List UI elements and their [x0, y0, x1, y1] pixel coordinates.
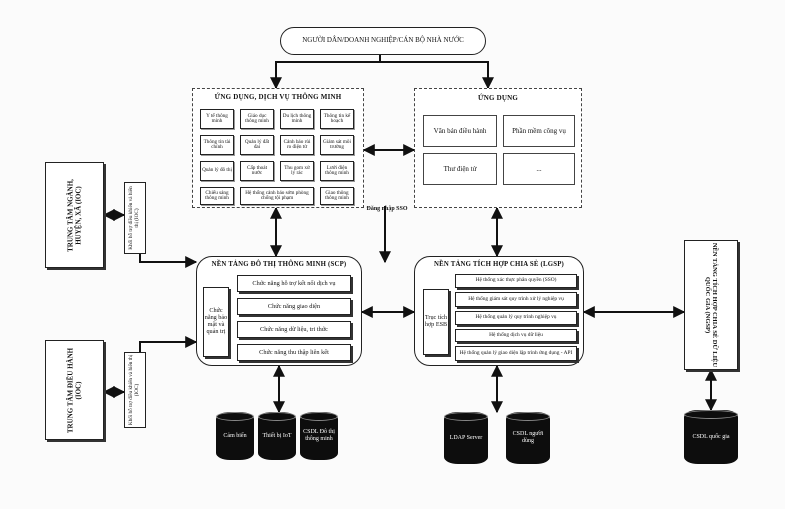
smart-app-item: Thông tin tài chính: [200, 135, 234, 155]
smart-app-item: Chiếu sáng thông minh: [200, 187, 234, 205]
apps-title: ỨNG DỤNG: [477, 94, 519, 102]
lgsp-function: Hệ thống quản lý giao diện lập trình ứng…: [455, 346, 577, 361]
app-item: Thư điện tử: [423, 153, 497, 185]
smart-app-item: Y tế thông minh: [200, 109, 234, 129]
connector-ioc2-scp: [139, 336, 198, 392]
ioc-support-block-2: Khối hỗ trợ điều khiển và hiển thị (IOC): [124, 352, 146, 428]
smart-app-item: Cấp thoát nước: [240, 161, 274, 181]
sensor-database: Cảm biến: [216, 412, 254, 460]
connector-top-to-apps: [380, 61, 494, 90]
ioc-support-label-1: Khối hỗ trợ điều khiển và hiển thị (IOC): [128, 186, 140, 250]
lgsp-function: Hệ thống giám sát quy trình xử lý nghiệp…: [455, 292, 577, 307]
smart-apps-title: ỨNG DỤNG, DỊCH VỤ THÔNG MINH: [214, 93, 342, 101]
lgsp-title: NỀN TẢNG TÍCH HỢP CHIA SẺ (LGSP): [433, 261, 565, 268]
ioc-district-center: TRUNG TÂM NGÀNH, HUYỆN, XÃ (IOC): [45, 162, 104, 268]
scp-function: Chức năng dữ liệu, tri thức: [237, 321, 351, 338]
smart-app-item: Thu gom xử lý rác: [280, 161, 314, 181]
app-item: Phần mềm công vụ: [503, 115, 575, 147]
ioc-district-title: TRUNG TÂM NGÀNH, HUYỆN, XÃ (IOC): [65, 178, 82, 252]
smart-app-item: Giáo dục thông minh: [240, 109, 274, 129]
ioc-support-block-1: Khối hỗ trợ điều khiển và hiển thị (IOC): [124, 182, 146, 254]
ioc-support-label-2: Khối hỗ trợ điều khiển và hiển thị (IOC): [128, 354, 140, 426]
national-database: CSDL quốc gia: [684, 410, 738, 464]
smart-app-item: Giám sát môi trường: [320, 135, 354, 155]
smart-app-item: Lưới điện thông minh: [320, 161, 354, 181]
ioc-operation-title: TRUNG TÂM ĐIỀU HÀNH (IOC): [65, 347, 82, 433]
scp-function: Chức năng hỗ trợ kết nối dịch vụ: [237, 275, 351, 292]
ioc-operation-center: TRUNG TÂM ĐIỀU HÀNH (IOC): [45, 340, 104, 440]
apps-panel: ỨNG DỤNG Văn bản điều hành Phần mềm công…: [414, 88, 582, 208]
ngsp-platform: NỀN TẢNG TÍCH HỢP CHIA SẺ DỮ LIỆU QUỐC G…: [684, 240, 738, 370]
smart-app-item: Cảnh báo rủi ro điện tử: [280, 135, 314, 155]
smart-app-item: Du lịch thông minh: [280, 109, 314, 129]
app-item: Văn bản điều hành: [423, 115, 497, 147]
scp-function: Chức năng giao diện: [237, 298, 351, 315]
actor-label: NGƯỜI DÂN/DOANH NGHIỆP/CÁN BỘ NHÀ NƯỚC: [302, 36, 464, 45]
lgsp-esb: Trục tích hợp ESB: [423, 289, 449, 355]
scp-platform: NỀN TẢNG ĐÔ THỊ THÔNG MINH (SCP) Chức nă…: [196, 256, 362, 366]
smart-app-item: Quản lý đất đai: [240, 135, 274, 155]
connector-top-to-smart-apps: [270, 55, 381, 90]
scp-function: Chức năng thu thập liên kết: [237, 344, 351, 361]
smart-app-item: Quản lý đô thị: [200, 161, 234, 181]
smart-city-database: CSDL Đô thị thông minh: [300, 412, 338, 460]
lgsp-function: Hệ thống dịch vụ dữ liệu: [455, 329, 577, 342]
connector-ioc1-scp: [139, 215, 198, 268]
lgsp-function: Hệ thống quản lý quy trình nghiệp vụ: [455, 311, 577, 325]
actor-citizens-business-officials: NGƯỜI DÂN/DOANH NGHIỆP/CÁN BỘ NHÀ NƯỚC: [280, 27, 486, 55]
lgsp-platform: NỀN TẢNG TÍCH HỢP CHIA SẺ (LGSP) Trục tí…: [414, 256, 584, 366]
scp-security-admin: Chức năng bảo mật và quản trị: [203, 287, 229, 357]
smart-app-item: Thông tin kế hoạch: [320, 109, 354, 129]
app-item: ...: [503, 153, 575, 185]
scp-title: NỀN TẢNG ĐÔ THỊ THÔNG MINH (SCP): [211, 261, 347, 268]
smart-app-item: Hệ thống cảnh báo sớm phòng chống tội ph…: [240, 187, 314, 205]
smart-apps-panel: ỨNG DỤNG, DỊCH VỤ THÔNG MINH Y tế thông …: [192, 88, 364, 208]
ldap-server-database: LDAP Server: [444, 412, 488, 464]
lgsp-function: Hệ thống xác thực phân quyền (SSO): [455, 274, 577, 288]
smart-app-item: Giao thông thông minh: [320, 187, 354, 205]
ngsp-title: NỀN TẢNG TÍCH HỢP CHIA SẺ DỮ LIỆU QUỐC G…: [704, 242, 719, 368]
user-database: CSDL người dùng: [506, 412, 550, 464]
sso-label: Đăng nhập SSO: [366, 205, 408, 212]
iot-device-database: Thiết bị IoT: [258, 412, 296, 460]
